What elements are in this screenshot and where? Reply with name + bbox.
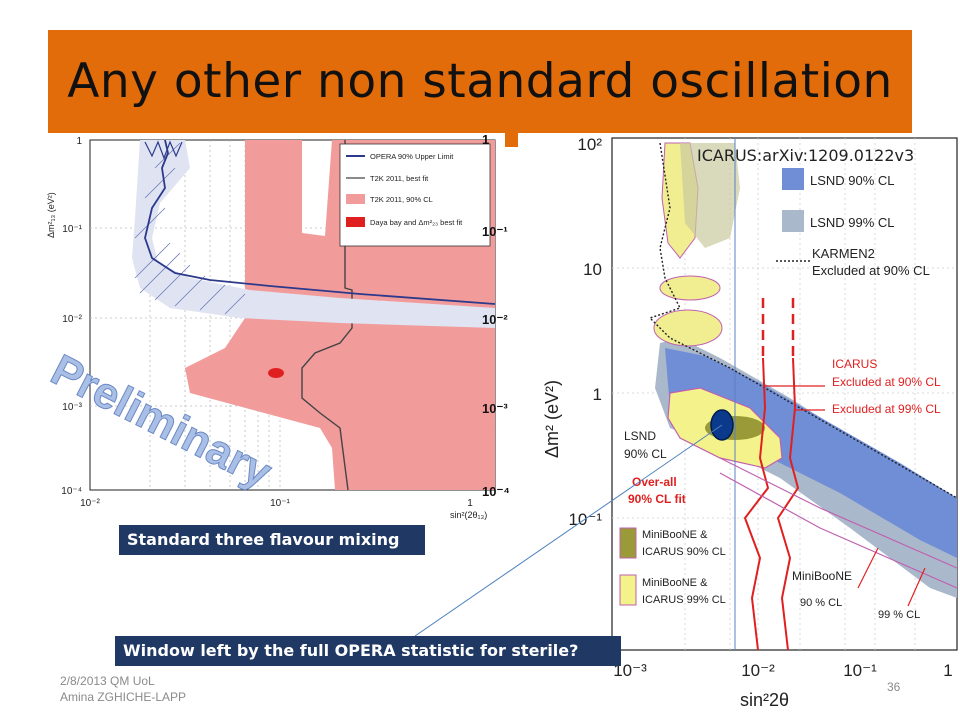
icarus-excl99: Excluded at 99% CL bbox=[832, 402, 941, 416]
right-xtick-1: 10⁻² bbox=[741, 661, 775, 680]
right-x-axis-label: sin²2θ bbox=[740, 690, 789, 710]
left-ytick-right-4: 10⁻⁴ bbox=[482, 484, 510, 499]
window-callout: Window left by the full OPERA statistic … bbox=[115, 636, 621, 666]
left-xtick-0: 10⁻² bbox=[80, 498, 100, 509]
left-xtick-2: 1 bbox=[467, 498, 473, 509]
reference-citation: ICARUS:arXiv:1209.0122v3 bbox=[697, 146, 915, 165]
left-ytick-2: 10⁻² bbox=[62, 314, 82, 325]
right-legend-karmen: KARMEN2 bbox=[812, 246, 875, 261]
title-bar: Any other non standard oscillation bbox=[48, 30, 912, 133]
overall-fit-label1: Over-all bbox=[632, 475, 677, 489]
right-y-axis-label: Δm² (eV²) bbox=[542, 380, 562, 458]
right-exclusion-plot: LSND 90% CL LSND 99% CL KARMEN2 Excluded… bbox=[520, 128, 960, 715]
left-ytick-right-3: 10⁻³ bbox=[482, 401, 508, 416]
left-ytick-right-2: 10⁻² bbox=[482, 312, 508, 327]
right-xtick-0: 10⁻³ bbox=[613, 661, 647, 680]
right-ytick-0: 10² bbox=[577, 135, 602, 154]
title-bar-tab bbox=[505, 133, 518, 147]
left-ytick-1: 10⁻¹ bbox=[62, 224, 82, 235]
left-y-axis-label: Δm²₁₃ (eV²) bbox=[46, 192, 56, 238]
slide-title: Any other non standard oscillation bbox=[67, 54, 893, 109]
miniboone-90-label: 90 % CL bbox=[800, 597, 842, 609]
overall-fit-label2: 90% CL fit bbox=[628, 492, 686, 506]
right-legend-karmen-excl: Excluded at 90% CL bbox=[812, 263, 930, 278]
lsnd-label: LSND bbox=[624, 429, 656, 443]
left-ytick-0: 1 bbox=[76, 136, 82, 147]
mb-icarus99-label1: MiniBooNE & bbox=[642, 577, 708, 589]
mb-icarus99-label2: ICARUS 99% CL bbox=[642, 594, 726, 606]
footer-date: 2/8/2013 QM UoL bbox=[60, 674, 155, 688]
miniboone-99-label: 99 % CL bbox=[878, 609, 920, 621]
right-ytick-2: 1 bbox=[593, 385, 602, 404]
page-number: 36 bbox=[887, 680, 901, 694]
left-legend-daya: Daya bay and Δm²₂₃ best fit bbox=[370, 218, 463, 227]
left-legend-t2k-cl: T2K 2011, 90% CL bbox=[370, 195, 433, 204]
icarus-excl90: Excluded at 90% CL bbox=[832, 375, 941, 389]
left-ytick-3: 10⁻³ bbox=[62, 402, 82, 413]
left-legend-t2k-fit: T2K 2011, best fit bbox=[370, 174, 429, 183]
left-ytick-right-0: 1 bbox=[482, 132, 489, 147]
standard-mixing-callout: Standard three flavour mixing bbox=[119, 525, 425, 555]
right-legend-lsnd90: LSND 90% CL bbox=[810, 173, 895, 188]
left-ytick-right-1: 10⁻¹ bbox=[482, 224, 508, 239]
right-xtick-2: 10⁻¹ bbox=[843, 661, 877, 680]
footer-author: Amina ZGHICHE-LAPP bbox=[60, 690, 187, 704]
lsnd-cl-label: 90% CL bbox=[624, 447, 667, 461]
mb-icarus90-label2: ICARUS 90% CL bbox=[642, 546, 726, 558]
left-ytick-4: 10⁻⁴ bbox=[61, 486, 82, 497]
miniboone-label: MiniBooNE bbox=[792, 569, 852, 583]
left-legend-opera: OPERA 90% Upper Limit bbox=[370, 152, 454, 161]
left-x-axis-label: sin²(2θ₁₃) bbox=[450, 510, 487, 520]
left-exclusion-plot: OPERA 90% Upper Limit T2K 2011, best fit… bbox=[40, 128, 520, 523]
right-ytick-1: 10 bbox=[583, 260, 602, 279]
left-xtick-1: 10⁻¹ bbox=[270, 498, 290, 509]
mb-icarus90-label1: MiniBooNE & bbox=[642, 529, 708, 541]
right-legend-lsnd99: LSND 99% CL bbox=[810, 215, 895, 230]
right-xtick-3: 1 bbox=[943, 661, 952, 680]
icarus-label: ICARUS bbox=[832, 357, 877, 371]
